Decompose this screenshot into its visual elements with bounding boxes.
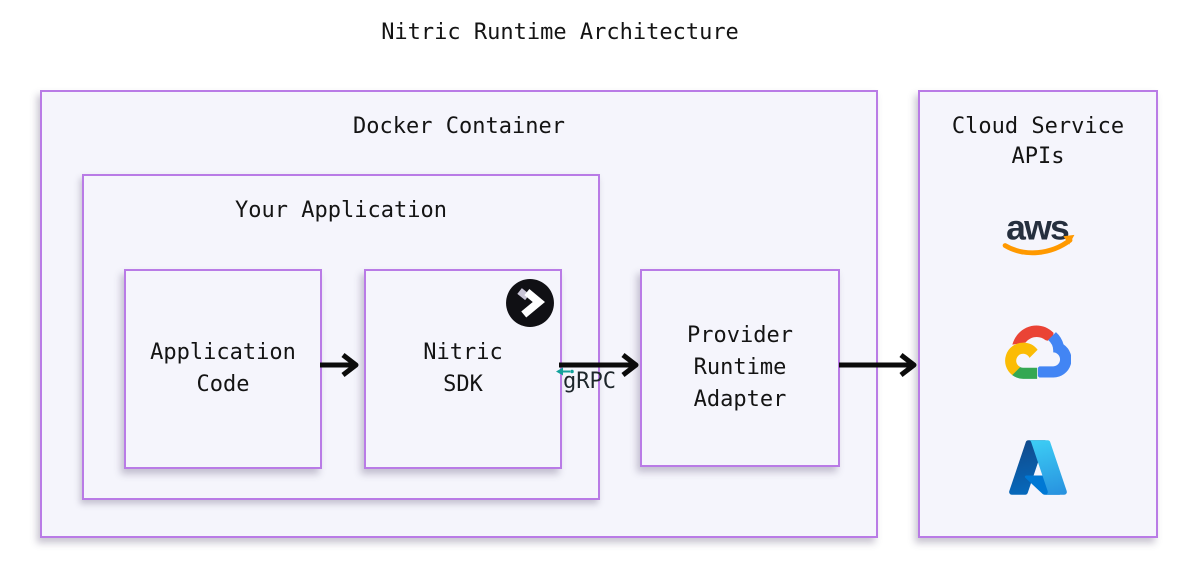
cloud-service-apis-box: Cloud Service APIs aws [918,90,1158,538]
provider-runtime-adapter-label: Provider Runtime Adapter [642,271,838,465]
aws-smile-swoosh [1002,237,1073,256]
provider-line2: Runtime [693,355,787,380]
cloud-label-line2: APIs [1011,144,1065,169]
application-code-line2: Code [196,372,250,397]
cloud-label-line1: Cloud Service [951,114,1125,139]
provider-line3: Adapter [693,387,787,412]
application-code-box: Application Code [124,269,322,469]
diagram-title: Nitric Runtime Architecture [381,20,739,45]
docker-container-box: Docker Container Your Application Applic… [40,90,878,538]
azure-icon [1009,440,1067,495]
cloud-service-apis-label: Cloud Service APIs [920,112,1156,172]
application-code-label: Application Code [126,271,320,467]
aws-icon: aws [1002,207,1075,256]
nitric-sdk-label: Nitric SDK [366,271,560,467]
nitric-sdk-line2: SDK [443,372,483,397]
nitric-sdk-line1: Nitric [423,340,503,365]
aws-wordmark: aws [1006,207,1069,247]
google-cloud-icon [1005,325,1071,379]
nitric-sdk-box: Nitric SDK [364,269,562,469]
your-application-label: Your Application [235,198,447,223]
nitric-logo-icon [506,279,554,327]
grpc-label: gRPC [563,369,616,394]
docker-container-label: Docker Container [353,114,565,139]
grpc-arrow-icon [556,367,574,376]
aws-smile-arrowhead [1063,234,1075,245]
provider-line1: Provider [687,323,793,348]
provider-runtime-adapter-box: Provider Runtime Adapter [640,269,840,467]
your-application-box: Your Application Application Code Nitric… [82,174,600,500]
arrowhead-adapter-to-cloud [899,353,917,377]
application-code-line1: Application [150,340,296,365]
